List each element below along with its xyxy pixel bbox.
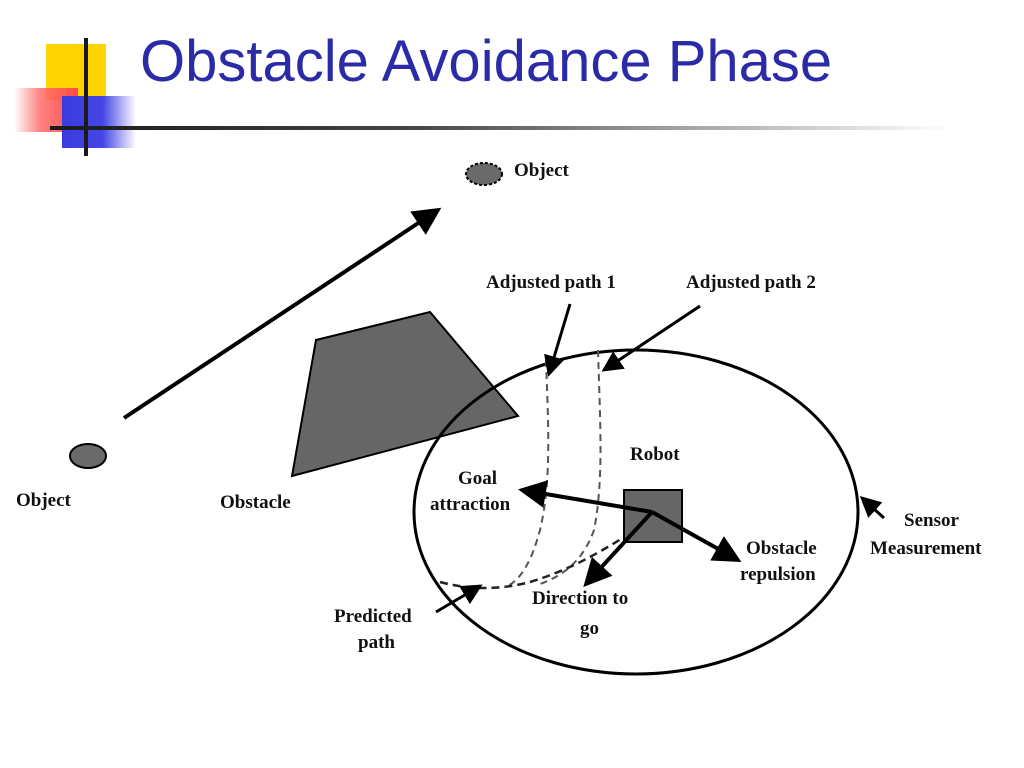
title-underline [50,126,950,130]
goal-attraction-label-line2: attraction [430,494,511,515]
goal-direction-arrow [122,207,442,420]
obstacle-repulsion-label-line2: repulsion [740,564,816,585]
sensor-label-line2: Measurement [870,538,982,559]
goal-attraction-label-line1: Goal [458,468,497,489]
slide-title: Obstacle Avoidance Phase [140,29,833,94]
adjusted-path-2-line [539,349,602,585]
direction-label-line2: go [580,618,599,639]
obstacle-label: Obstacle [220,492,291,513]
sensor-pointer [859,495,886,520]
obstacle-repulsion-label-line1: Obstacle [746,538,817,559]
deco-blue-square [62,96,136,148]
predicted-path-label-line2: path [358,632,395,653]
adjusted-path-2-label: Adjusted path 2 [686,272,816,293]
obstacle-repulsion-arrow [651,510,742,562]
sensor-label-line1: Sensor [904,510,959,531]
deco-vertical-line [84,38,88,156]
direction-label-line1: Direction to [532,588,628,609]
object-top-label: Object [514,160,570,181]
adjusted-path-1-pointer [544,303,572,377]
adjusted-path-1-label: Adjusted path 1 [486,272,616,293]
adjusted-path-1-line [507,359,550,587]
goal-object-shape [465,162,503,186]
robot-label: Robot [630,444,680,465]
adjusted-path-2-pointer [601,304,701,372]
predicted-path-pointer [435,584,483,614]
direction-to-go-arrow [583,510,654,587]
predicted-path-label-line1: Predicted [334,606,412,627]
goal-attraction-arrow [518,480,653,514]
predicted-path-line [439,534,627,590]
object-left-label: Object [16,490,72,511]
obstacle-shape [290,310,520,478]
start-object-shape [69,443,107,469]
